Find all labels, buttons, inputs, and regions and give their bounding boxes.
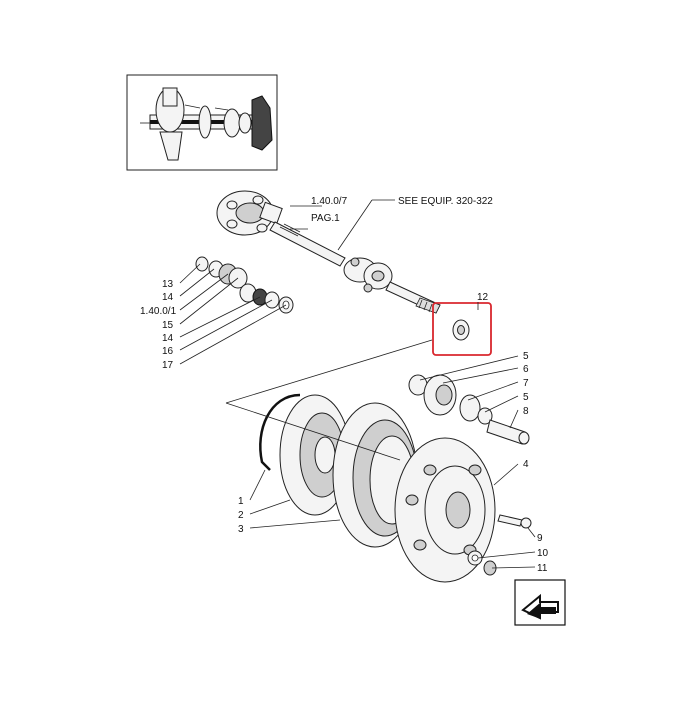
callout-7: 7 — [523, 378, 529, 389]
callout-14b: 14 — [162, 333, 174, 344]
axle-thumbnail — [126, 74, 278, 171]
callout-3: 3 — [238, 524, 244, 535]
explode-lines — [225, 199, 433, 461]
callout-15: 15 — [162, 320, 174, 331]
callout-10: 10 — [537, 548, 549, 559]
leader-lines — [179, 228, 536, 569]
callout-2: 2 — [238, 510, 244, 521]
callout-12: 12 — [477, 292, 489, 303]
callout-labels: 1.40.0/7 PAG.1 SEE EQUIP. 320-322 12 13 … — [140, 196, 549, 574]
callout-1: 1 — [238, 496, 244, 507]
callout-6: 6 — [523, 364, 529, 375]
callout-13: 13 — [162, 279, 174, 290]
callout-8: 8 — [523, 406, 529, 417]
callout-4: 4 — [523, 459, 529, 470]
callout-see-equip: SEE EQUIP. 320-322 — [398, 196, 493, 207]
callout-9: 9 — [537, 533, 543, 544]
callout-16: 16 — [162, 346, 174, 357]
callout-ref-1-40-0-7: 1.40.0/7 — [311, 196, 348, 207]
callout-17: 17 — [162, 360, 174, 371]
axle-shaft — [216, 190, 441, 314]
callout-11: 11 — [537, 563, 548, 574]
callout-5a: 5 — [523, 351, 529, 362]
callout-14a: 14 — [162, 292, 174, 303]
next-page-arrow-icon[interactable] — [514, 579, 566, 626]
callout-pag-1: PAG.1 — [311, 213, 340, 224]
callout-5b: 5 — [523, 392, 529, 403]
planetary-gear-set — [259, 374, 532, 583]
part-12-highlight — [432, 302, 492, 356]
callout-ref-1-40-0-1: 1.40.0/1 — [140, 306, 177, 317]
